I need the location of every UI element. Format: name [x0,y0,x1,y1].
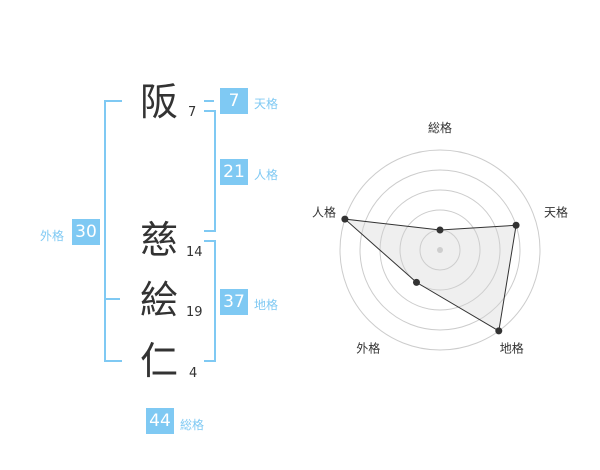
stroke-count-4: 4 [189,366,198,381]
radar-point [436,226,444,234]
name-char-3: 絵 [140,278,179,322]
radar-axis-label: 人格 [312,204,336,219]
radar-point [412,278,420,286]
radar-center [437,247,443,253]
radar-axis-label: 地格 [500,341,524,356]
radar-ring [399,209,481,291]
soukaku-label: 総格 [180,418,205,432]
tenkaku-value-box: 7 [220,88,248,114]
chikaku-value-box: 37 [220,289,248,315]
chikaku-label: 地格 [254,298,279,312]
radar-axis-label: 外格 [356,341,380,356]
chikaku-bracket [204,240,216,362]
tenkaku-label: 天格 [254,97,279,111]
soukaku-value-box: 44 [146,408,174,434]
name-char-4: 仁 [140,339,179,383]
stroke-count-2: 14 [186,245,203,260]
name-char-2: 慈 [140,218,179,262]
gaikaku-label: 外格 [40,229,65,243]
stroke-count-1: 7 [188,105,197,120]
radar-ring [359,169,521,331]
name-char-1: 阪 [140,80,179,124]
gaikaku-bracket [104,100,122,362]
jinkaku-label: 人格 [254,168,279,182]
tenkaku-bracket [204,100,214,102]
gaikaku-bracket-tick [104,298,120,300]
jinkaku-bracket [204,110,216,232]
radar-ring [339,149,541,351]
radar-data-polygon [343,218,517,332]
radar-point [495,327,503,335]
radar-axis-label: 総格 [428,120,452,135]
jinkaku-value-box: 21 [220,159,248,185]
radar-axis-label: 天格 [544,204,568,219]
gaikaku-value-box: 30 [72,219,100,245]
radar-point [341,215,349,223]
stroke-count-3: 19 [186,305,203,320]
radar-point [512,221,520,229]
